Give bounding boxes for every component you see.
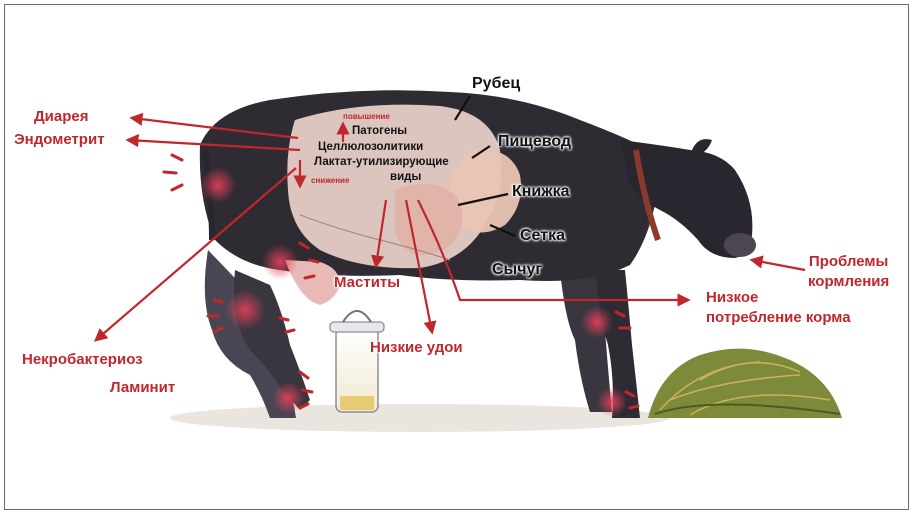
label-abomasum: Сычуг (492, 262, 542, 278)
label-reticulum: Сетка (520, 228, 565, 244)
label-rumen: Рубец (472, 76, 520, 92)
label-low-milk-yield: Низкие удои (370, 340, 463, 355)
label-low-feed-intake: Низкое потребление корма (706, 288, 851, 328)
label-necrobacteriosis: Некробактериоз (22, 352, 143, 367)
label-cellulolytics: Целлюлозолитики (318, 142, 423, 154)
label-low-feed-intake-line1: Низкое (706, 289, 758, 306)
label-decrease: снижение (311, 177, 349, 185)
label-laminitis: Ламинит (110, 380, 175, 395)
label-increase: повышение (343, 113, 390, 121)
label-esophagus: Пищевод (498, 134, 571, 150)
label-diarrhea: Диарея (34, 109, 89, 124)
label-lactate-utilizing: Лактат-утилизирующие (314, 157, 449, 169)
label-endometritis: Эндометрит (14, 132, 105, 147)
label-low-feed-intake-line2: потребление корма (706, 309, 851, 326)
label-feeding-problems-line2: кормления (808, 273, 889, 290)
label-feeding-problems-line1: Проблемы (809, 253, 888, 270)
label-mastitis: Маститы (334, 275, 400, 290)
label-pathogens: Патогены (352, 126, 407, 138)
hay-pile (648, 349, 842, 418)
label-species: виды (390, 172, 421, 184)
label-feeding-problems: Проблемы кормления (808, 252, 889, 292)
label-omasum: Книжка (512, 184, 570, 200)
milk-can (330, 311, 384, 412)
